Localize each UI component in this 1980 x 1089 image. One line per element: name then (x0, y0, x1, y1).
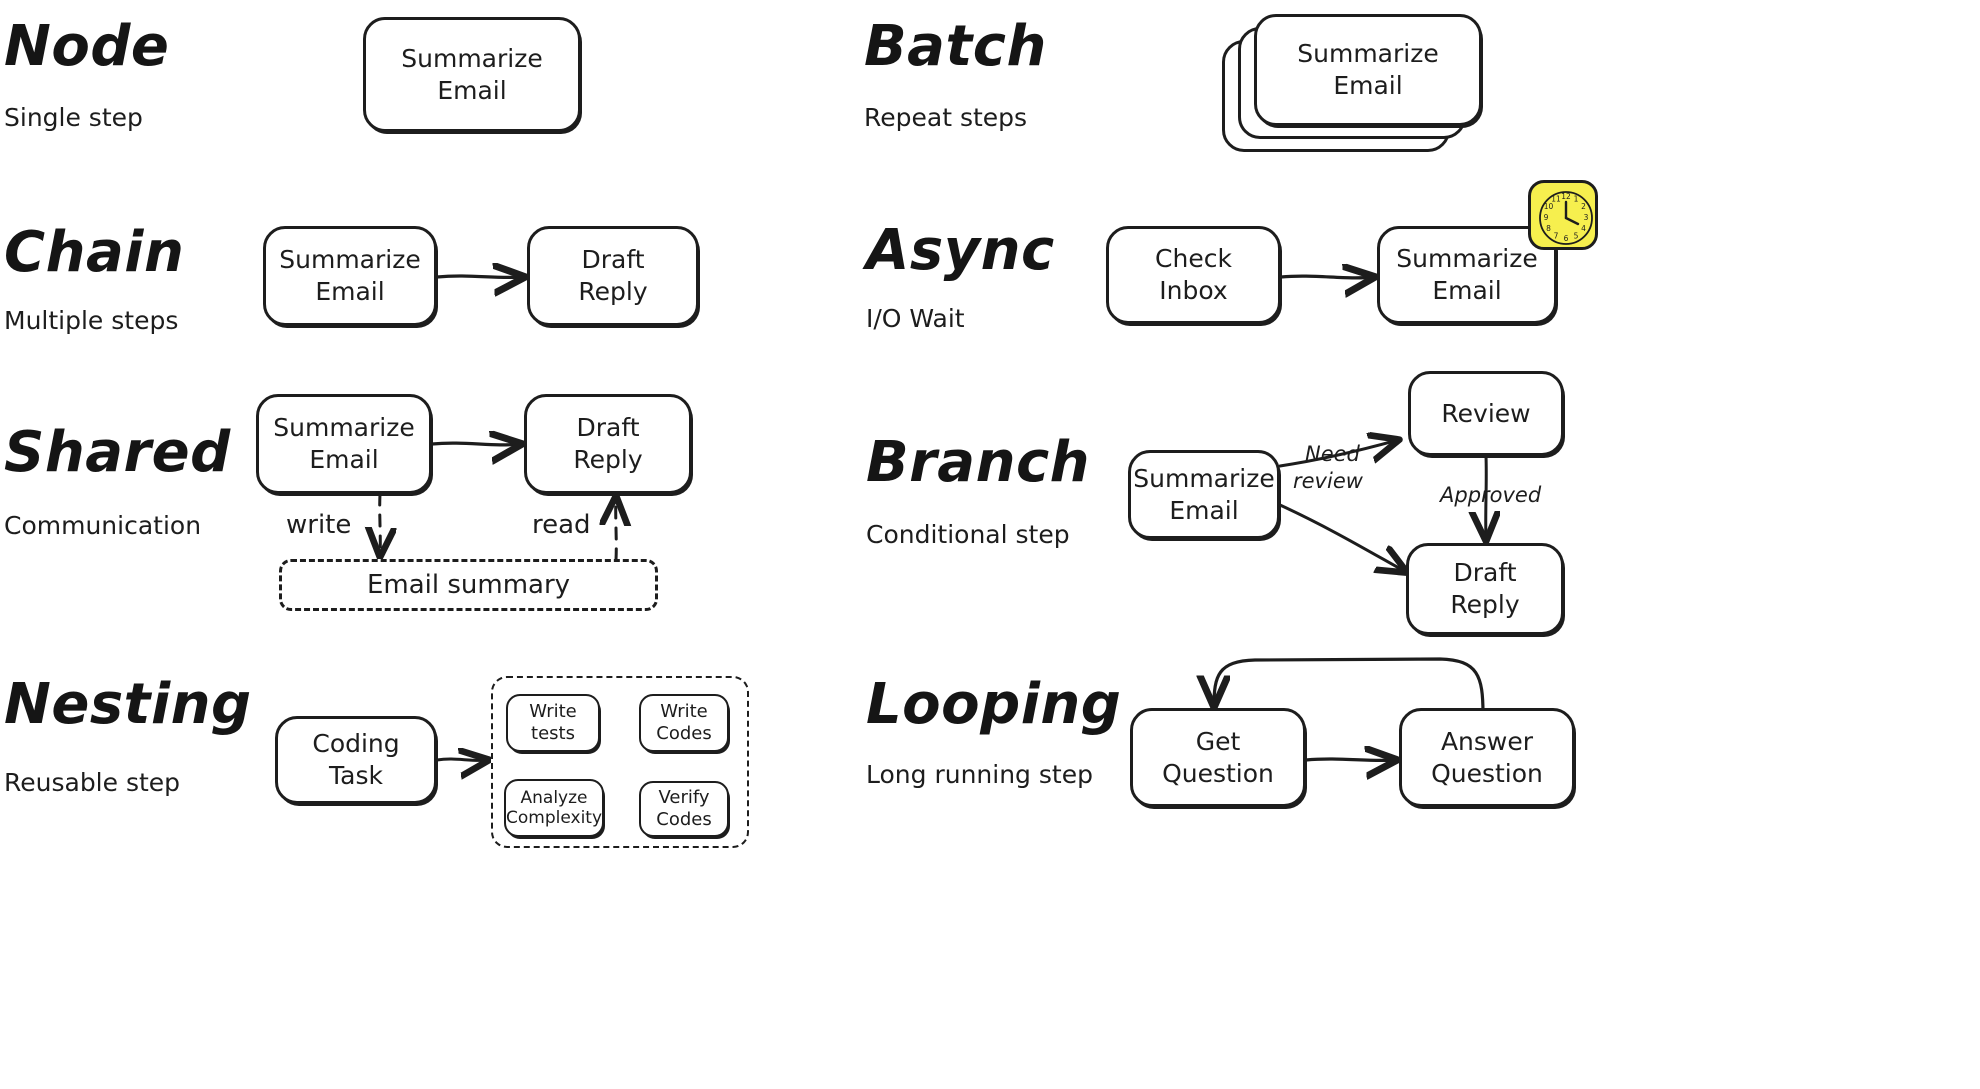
node-summarize-email[interactable]: Summarize Email (363, 17, 581, 132)
section-subtitle-branch: Conditional step (866, 520, 1070, 549)
nesting-arrow (435, 759, 488, 760)
section-title-chain: Chain (4, 220, 185, 285)
nesting-subnode-analyze-complexity[interactable]: Analyze Complexity (504, 779, 604, 837)
branch-arrow-direct (1278, 503, 1406, 572)
svg-text:5: 5 (1574, 232, 1579, 241)
svg-text:12: 12 (1561, 192, 1571, 201)
section-title-async: Async (866, 218, 1055, 283)
shared-node-draft-reply[interactable]: Draft Reply (524, 394, 692, 494)
looping-feedback-arrow (1214, 657, 1485, 716)
svg-text:1: 1 (1574, 195, 1579, 204)
branch-edge-label-review: review (1293, 469, 1363, 493)
branch-edge-label-need: Need (1305, 442, 1360, 466)
section-title-shared: Shared (4, 420, 231, 485)
branch-node-review[interactable]: Review (1408, 371, 1564, 456)
batch-node-summarize-email[interactable]: Summarize Email (1254, 14, 1482, 126)
section-title-batch: Batch (864, 14, 1047, 79)
async-arrow (1279, 276, 1374, 278)
shared-read-arrow (616, 497, 617, 562)
nesting-subnode-write-tests[interactable]: Write tests (506, 694, 600, 752)
svg-text:4: 4 (1581, 224, 1586, 233)
branch-node-summarize-email[interactable]: Summarize Email (1128, 450, 1280, 539)
section-subtitle-async: I/O Wait (866, 304, 965, 333)
section-title-nesting: Nesting (4, 672, 252, 737)
section-title-branch: Branch (866, 430, 1091, 495)
looping-node-get-question[interactable]: Get Question (1130, 708, 1306, 807)
chain-arrow (435, 276, 524, 277)
looping-node-answer-question[interactable]: Answer Question (1399, 708, 1575, 807)
section-subtitle-shared: Communication (4, 511, 202, 540)
looping-arrow (1304, 759, 1396, 760)
async-node-check-inbox[interactable]: Check Inbox (1106, 226, 1281, 324)
shared-edge-label-write: write (286, 510, 352, 540)
svg-text:8: 8 (1546, 224, 1551, 233)
section-title-looping: Looping (866, 672, 1122, 737)
async-node-summarize-email[interactable]: Summarize Email (1377, 226, 1557, 324)
svg-text:11: 11 (1551, 195, 1561, 204)
svg-text:3: 3 (1584, 213, 1589, 222)
shared-store-email-summary[interactable]: Email summary (279, 559, 658, 611)
chain-node-summarize-email[interactable]: Summarize Email (263, 226, 437, 326)
svg-text:6: 6 (1564, 234, 1569, 243)
section-title-node: Node (4, 14, 170, 79)
section-subtitle-batch: Repeat steps (864, 103, 1028, 132)
branch-arrow-approved (1486, 454, 1487, 540)
svg-text:7: 7 (1554, 232, 1559, 241)
branch-arrow-need-review (1278, 440, 1398, 468)
nesting-node-coding-task[interactable]: Coding Task (275, 716, 437, 804)
nesting-subnode-verify-codes[interactable]: Verify Codes (639, 781, 729, 837)
shared-arrow (430, 443, 521, 445)
section-subtitle-looping: Long running step (866, 760, 1093, 789)
svg-text:2: 2 (1581, 202, 1586, 211)
section-subtitle-chain: Multiple steps (4, 306, 179, 335)
shared-edge-label-read: read (532, 510, 591, 540)
section-subtitle-node: Single step (4, 103, 143, 132)
branch-node-draft-reply[interactable]: Draft Reply (1406, 543, 1564, 635)
chain-node-draft-reply[interactable]: Draft Reply (527, 226, 699, 326)
section-subtitle-nesting: Reusable step (4, 768, 181, 797)
branch-edge-label-approved: Approved (1440, 483, 1542, 507)
svg-text:9: 9 (1544, 213, 1549, 222)
svg-text:10: 10 (1544, 202, 1554, 211)
nesting-subnode-write-codes[interactable]: Write Codes (639, 694, 729, 752)
shared-node-summarize-email[interactable]: Summarize Email (256, 394, 432, 494)
shared-write-arrow (380, 492, 381, 556)
